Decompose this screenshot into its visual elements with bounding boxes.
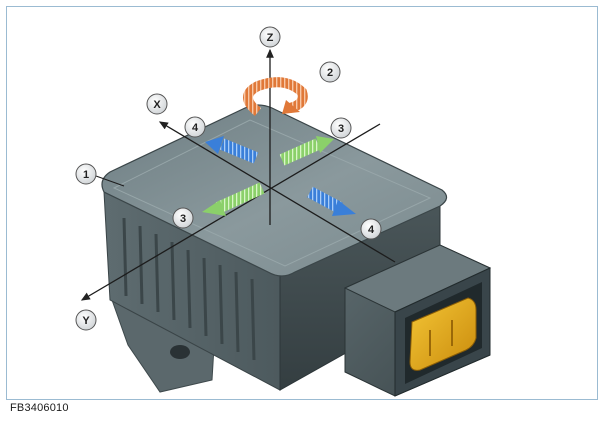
callout-4-lower-text: 4 bbox=[368, 224, 375, 236]
callout-3-upper: 3 bbox=[330, 117, 352, 139]
callout-3-upper-text: 3 bbox=[338, 123, 344, 135]
axis-label-y: Y bbox=[75, 309, 97, 331]
acceleration-arrow-green-upper bbox=[279, 136, 334, 166]
electrical-connector bbox=[343, 244, 492, 397]
connector-latch bbox=[409, 297, 477, 371]
x-axis-line bbox=[158, 121, 396, 263]
callout-1-leader bbox=[95, 175, 125, 187]
callout-1-text: 1 bbox=[83, 169, 89, 181]
acceleration-arrow-blue-upper bbox=[205, 136, 259, 164]
acceleration-arrow-blue-lower bbox=[307, 186, 356, 216]
callout-4-upper: 4 bbox=[184, 116, 206, 138]
axis-x-text: X bbox=[153, 99, 161, 111]
callout-4-upper-text: 4 bbox=[192, 122, 199, 134]
callout-2: 2 bbox=[319, 61, 341, 83]
callout-3-lower-text: 3 bbox=[180, 213, 186, 225]
rotation-arrow bbox=[243, 77, 308, 116]
axis-z-text: Z bbox=[267, 32, 274, 44]
callout-2-text: 2 bbox=[327, 67, 333, 79]
axis-label-x: X bbox=[146, 93, 168, 115]
callout-1: 1 bbox=[75, 163, 97, 185]
mount-hole bbox=[170, 345, 190, 359]
axis-y-text: Y bbox=[82, 315, 90, 327]
callout-3-lower: 3 bbox=[172, 207, 194, 229]
figure-code: FB3406010 bbox=[10, 402, 69, 414]
acceleration-arrow-green-lower bbox=[202, 182, 265, 216]
axis-label-z: Z bbox=[259, 26, 281, 48]
callout-4-lower: 4 bbox=[360, 218, 382, 240]
y-axis-line bbox=[80, 123, 381, 301]
